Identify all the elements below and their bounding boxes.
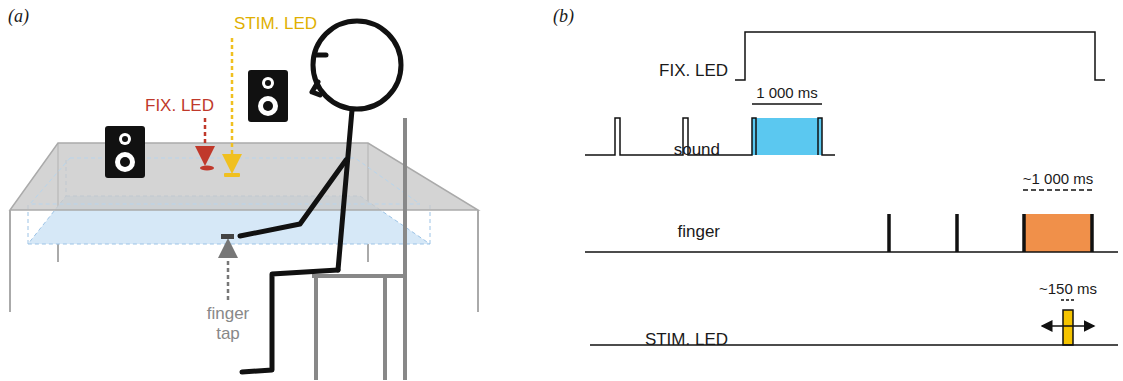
speaker-right — [248, 70, 288, 122]
stim-duration-bar — [1061, 299, 1075, 301]
finger-trace — [585, 251, 1118, 253]
jitter-arrow — [1042, 325, 1094, 327]
stim-block — [1063, 310, 1073, 345]
finger-tap-label: finger tap — [201, 304, 255, 343]
panel-letter: (a) — [8, 6, 29, 27]
duration-label: ~150 ms — [1039, 280, 1097, 297]
person — [240, 21, 401, 372]
table — [10, 143, 478, 312]
sound-duration-bar — [752, 103, 822, 105]
stim-led — [224, 173, 240, 177]
duration-label: ~1 000 ms — [1023, 170, 1093, 187]
signal-name: FIX. LED — [659, 61, 728, 81]
signal-name: sound — [674, 140, 720, 160]
sound-block — [752, 118, 822, 155]
duration-label: 1 000 ms — [756, 84, 818, 101]
fix-trace — [735, 32, 1105, 80]
finger-block — [1023, 214, 1093, 252]
finger-pulses — [889, 214, 1092, 252]
fix-led — [200, 166, 214, 171]
fix-led-label: FIX. LED — [145, 96, 214, 116]
finger-duration-bar — [1023, 189, 1093, 191]
speaker-left — [105, 126, 145, 178]
tap-arrow — [227, 248, 230, 300]
finger-tap-mark — [221, 234, 234, 239]
fix-arrow — [204, 118, 207, 156]
chair — [312, 118, 405, 380]
signal-name: STIM. LED — [645, 330, 728, 350]
panel-letter: (b) — [553, 6, 574, 27]
signal-name: finger — [677, 222, 720, 242]
stim-arrow — [231, 38, 234, 164]
stim-led-label: STIM. LED — [234, 14, 317, 34]
